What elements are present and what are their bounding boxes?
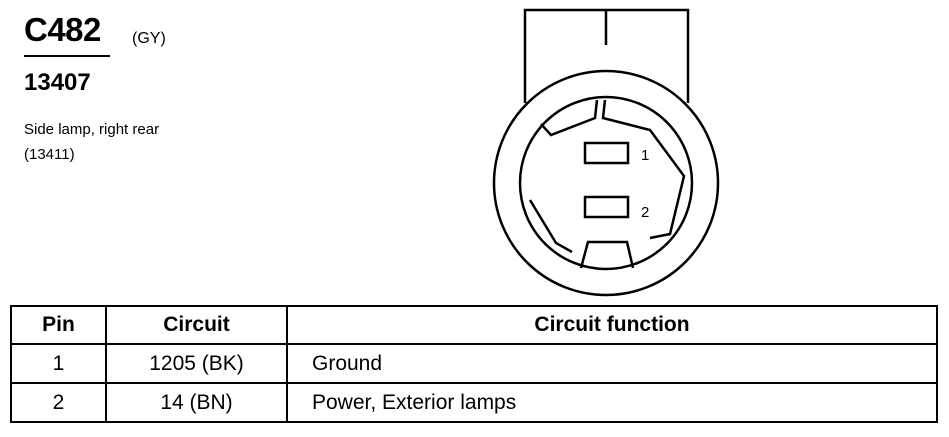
- connector-key-tab-bottom: [579, 240, 635, 269]
- pin-number-cell: 1: [10, 343, 107, 384]
- table-row: 2 14 (BN) Power, Exterior lamps: [10, 382, 938, 423]
- pin-table: Pin Circuit Circuit function 1 1205 (BK)…: [10, 305, 938, 423]
- pin-column-header: Pin: [10, 305, 107, 345]
- circuit-function-column-header: Circuit function: [286, 305, 938, 345]
- connector-key-tab-left: [528, 199, 573, 254]
- pin-2-socket: [583, 195, 630, 219]
- circuit-function-cell: Ground: [286, 343, 938, 384]
- connector-id: C482: [24, 11, 101, 48]
- part-number: 13407: [24, 69, 91, 96]
- circuit-function-cell: Power, Exterior lamps: [286, 382, 938, 423]
- table-row: 1 1205 (BK) Ground: [10, 343, 938, 384]
- connector-outer-ring: [492, 69, 720, 297]
- pin-1-socket: [583, 141, 630, 165]
- connector-face-diagram: 1 2: [492, 8, 720, 297]
- pin-table-header-row: Pin Circuit Circuit function: [10, 305, 938, 345]
- pin-1-label: 1: [641, 147, 649, 164]
- connector-id-underline: [24, 55, 110, 57]
- pin-number-cell: 2: [10, 382, 107, 423]
- circuit-cell: 14 (BN): [105, 382, 288, 423]
- component-reference: (13411): [24, 146, 75, 163]
- circuit-column-header: Circuit: [105, 305, 288, 345]
- connector-inner-ring: [518, 95, 694, 271]
- component-description: Side lamp, right rear: [24, 121, 160, 138]
- connector-key-tab: [540, 99, 599, 137]
- connector-key-tab-right: [601, 99, 686, 240]
- pin-2-label: 2: [641, 204, 649, 221]
- circuit-cell: 1205 (BK): [105, 343, 288, 384]
- connector-color-code: (GY): [132, 30, 166, 47]
